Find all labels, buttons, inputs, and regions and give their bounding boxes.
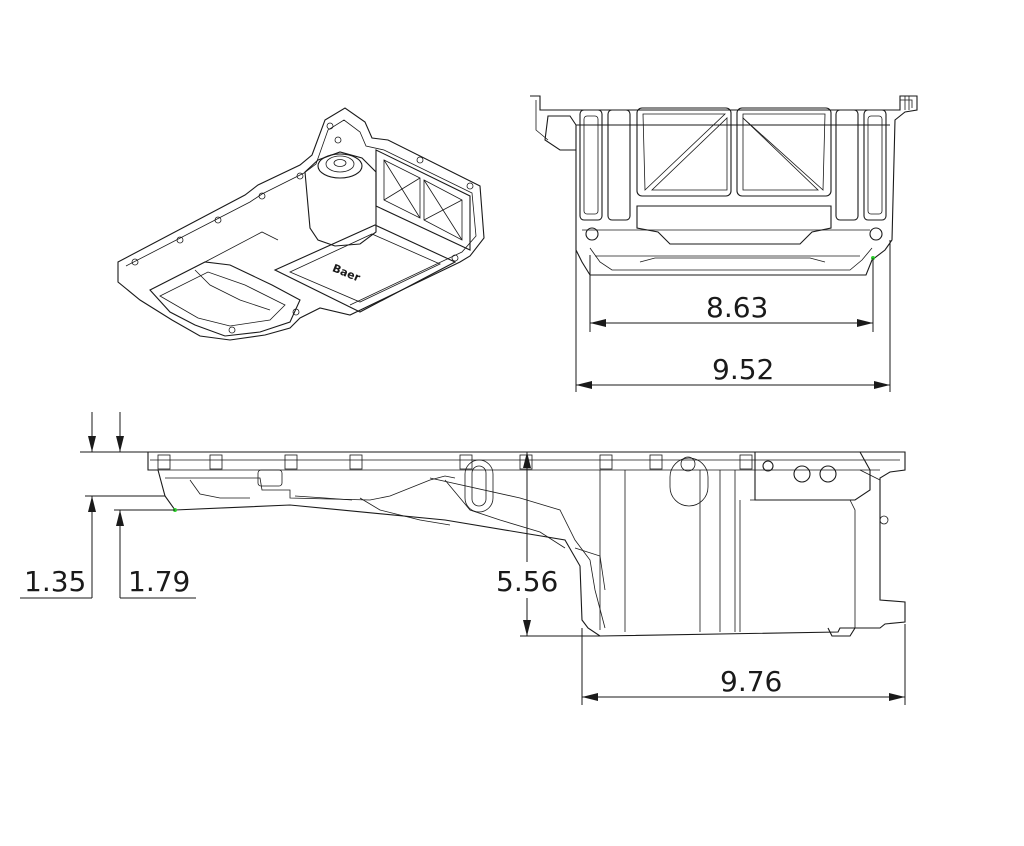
dimension-side-flange-offset: 1.35 [24,565,86,598]
dimension-side-shallow-depth: 1.79 [128,565,190,598]
dimension-top-outer-width: 9.52 [712,353,774,386]
brand-mark: Baer [331,262,363,285]
dimension-top-inner-width: 8.63 [706,291,768,324]
isometric-view: Baer [117,107,485,341]
dimension-side-sump-length: 9.76 [720,665,782,698]
dimension-side-sump-depth: 5.56 [496,565,558,598]
side-view: 1.35 1.79 5.56 9.76 [20,412,906,705]
top-view: 8.63 9.52 [530,95,918,392]
